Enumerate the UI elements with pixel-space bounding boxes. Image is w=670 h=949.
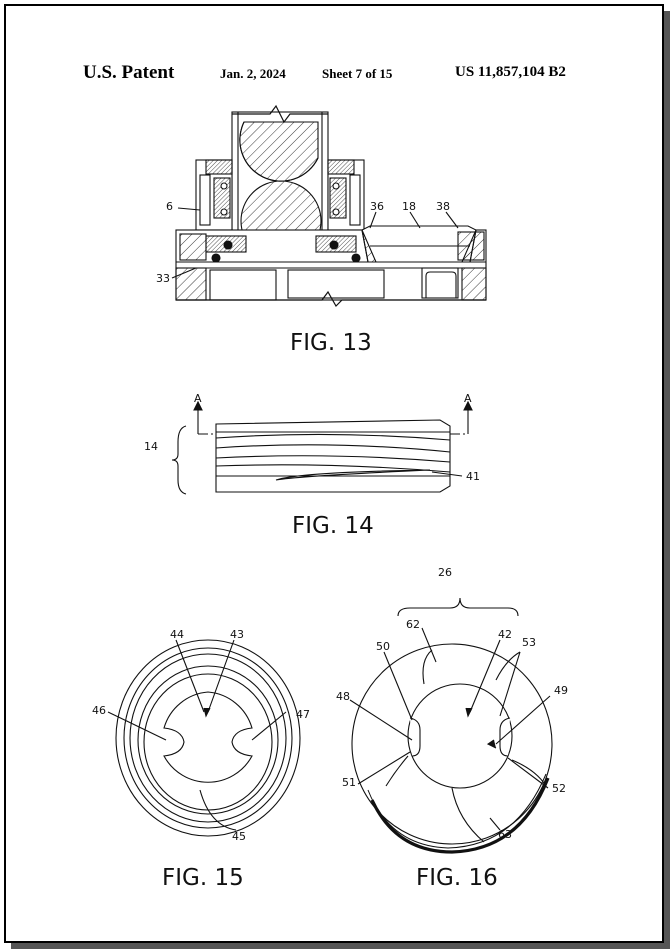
ref-48: 48: [336, 690, 350, 703]
ref-38: 38: [436, 200, 450, 213]
ref-14: 14: [144, 440, 158, 453]
ref-33: 33: [156, 272, 170, 285]
ref-51: 51: [342, 776, 356, 789]
section-a-right: A: [464, 392, 472, 405]
ref-49: 49: [554, 684, 568, 697]
ref-26: 26: [438, 566, 452, 579]
ref-44: 44: [170, 628, 184, 641]
fig14-drawing: [172, 402, 472, 494]
fig15-caption: FIG. 15: [162, 865, 244, 891]
section-a-left: A: [194, 392, 202, 405]
fig16-caption: FIG. 16: [416, 865, 498, 891]
ref-62: 62: [406, 618, 420, 631]
ref-42: 42: [498, 628, 512, 641]
ref-43: 43: [230, 628, 244, 641]
ref-46: 46: [92, 704, 106, 717]
ref-53: 53: [522, 636, 536, 649]
ref-36: 36: [370, 200, 384, 213]
ref-18: 18: [402, 200, 416, 213]
ref-45: 45: [232, 830, 246, 843]
fig15-drawing: [108, 640, 300, 836]
fig16-drawing: [324, 598, 580, 872]
fig14-caption: FIG. 14: [292, 513, 374, 539]
ref-50: 50: [376, 640, 390, 653]
ref-63: 63: [498, 828, 512, 841]
ref-47: 47: [296, 708, 310, 721]
ref-41: 41: [466, 470, 480, 483]
ref-52: 52: [552, 782, 566, 795]
ref-6: 6: [166, 200, 173, 213]
fig13-caption: FIG. 13: [290, 330, 372, 356]
